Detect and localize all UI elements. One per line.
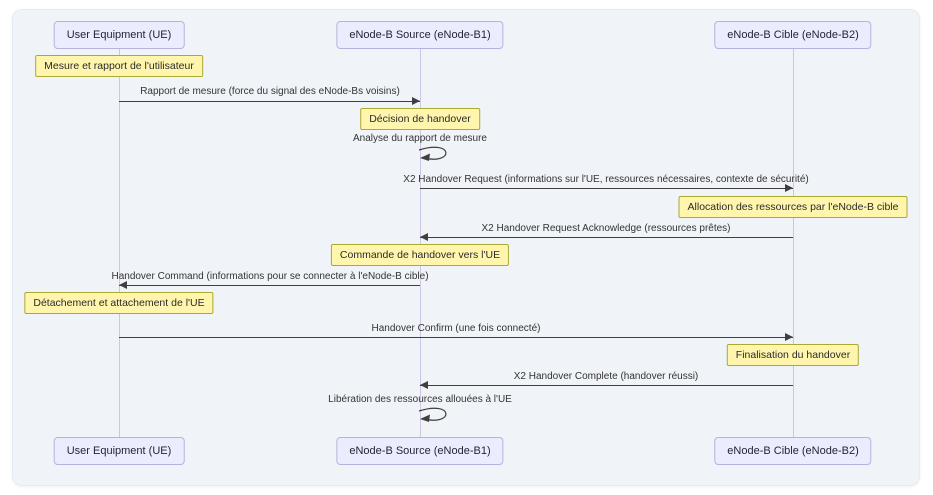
self-loop-arrow-icon [418,146,447,161]
arrowhead-left-icon [420,233,428,241]
actor-bottom-enb1: eNode-B Source (eNode-B1) [336,437,504,465]
message-line-x2-handover-complete [420,385,793,386]
message-line-x2-handover-ack [420,237,793,238]
message-label-liberation-ressources: Libération des ressources allouées à l'U… [328,394,512,405]
arrowhead-right-icon [412,97,420,105]
message-line-rapport-mesure [119,101,420,102]
actor-top-enb2: eNode-B Cible (eNode-B2) [714,21,872,49]
message-label-x2-handover-complete: X2 Handover Complete (handover réussi) [513,371,699,382]
message-label-analyse-rapport: Analyse du rapport de mesure [353,133,487,144]
message-label-x2-handover-ack: X2 Handover Request Acknowledge (ressour… [481,223,731,234]
arrowhead-left-icon [119,281,127,289]
note-detachement-attachement: Détachement et attachement de l'UE [24,292,214,314]
actor-top-enb1: eNode-B Source (eNode-B1) [336,21,504,49]
actor-bottom-enb2: eNode-B Cible (eNode-B2) [714,437,872,465]
message-line-handover-command [119,285,420,286]
lifeline-enb1 [420,49,421,437]
message-line-handover-confirm [119,337,793,338]
arrowhead-left-icon [420,381,428,389]
note-mesure-rapport: Mesure et rapport de l'utilisateur [35,55,203,77]
arrowhead-right-icon [785,184,793,192]
message-label-x2-handover-request: X2 Handover Request (informations sur l'… [403,174,809,185]
lifeline-ue [119,49,120,437]
note-decision-handover: Décision de handover [360,108,480,130]
message-label-rapport-mesure: Rapport de mesure (force du signal des e… [140,86,400,97]
self-loop-arrow-icon [418,407,447,422]
actor-bottom-ue: User Equipment (UE) [53,437,185,465]
message-label-handover-confirm: Handover Confirm (une fois connecté) [371,323,541,334]
note-finalisation-handover: Finalisation du handover [726,344,860,366]
note-allocation-ressources: Allocation des ressources par l'eNode-B … [678,196,908,218]
arrowhead-right-icon [785,333,793,341]
note-commande-handover: Commande de handover vers l'UE [330,244,510,266]
lifeline-enb2 [793,49,794,437]
message-line-x2-handover-request [420,188,793,189]
message-label-handover-command: Handover Command (informations pour se c… [111,271,429,282]
actor-top-ue: User Equipment (UE) [53,21,185,49]
